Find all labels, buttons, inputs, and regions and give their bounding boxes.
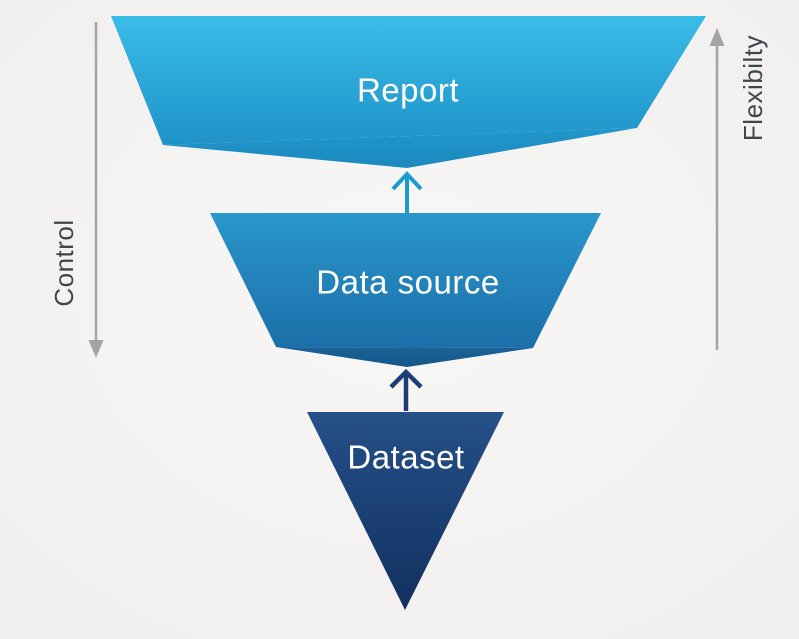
- datasource-label: Data source: [316, 264, 499, 301]
- flexibility-axis-label: Flexibilty: [738, 35, 768, 141]
- control-axis: Control: [49, 22, 104, 358]
- datasource-layer: Data source: [210, 213, 601, 367]
- arrow-datasource-to-report-icon: [391, 171, 423, 213]
- flexibility-axis: Flexibilty: [709, 28, 768, 350]
- report-layer: Report: [111, 16, 706, 168]
- arrow-up-head: [391, 171, 423, 191]
- arrow-down-icon: [88, 340, 104, 358]
- report-shape: [111, 16, 706, 145]
- arrow-up-head: [389, 368, 423, 389]
- dataset-layer: Dataset: [307, 412, 504, 610]
- control-axis-label: Control: [49, 219, 79, 306]
- datasource-shape-fold: [276, 347, 533, 367]
- datasource-shape: [210, 213, 601, 348]
- dataset-shape: [307, 412, 504, 610]
- arrow-dataset-to-datasource-icon: [389, 368, 423, 411]
- report-label: Report: [357, 72, 459, 109]
- report-shape-fold: [163, 128, 637, 168]
- dataset-label: Dataset: [347, 439, 464, 476]
- arrow-up-icon: [709, 28, 725, 46]
